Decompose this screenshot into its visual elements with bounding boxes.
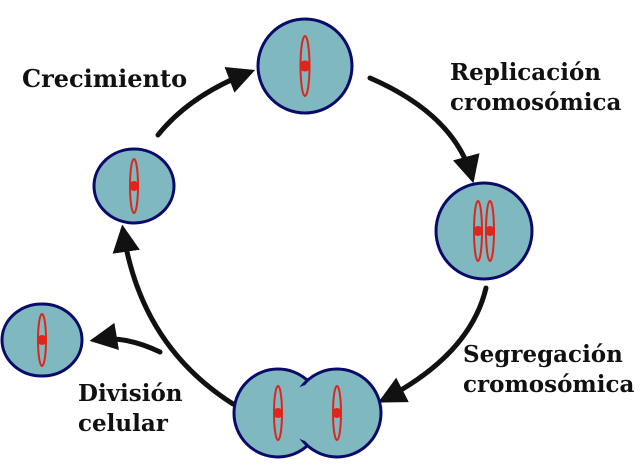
cell-daughter [0,302,84,378]
label-segregation-2: cromosómica [463,371,635,398]
chromosome-icon [473,200,495,262]
label-replication-1: Replicación [450,59,601,86]
chromosome-icon [273,385,342,441]
arrow-to-top-cell [155,67,256,138]
chromosome-icon [129,158,139,214]
label-division-1: División [78,380,183,407]
cell-left [92,147,176,225]
label-division-2: celular [78,410,169,437]
label-growth: Crecimiento [22,64,187,93]
cell-icon [434,181,534,281]
arrow-segregation [378,285,489,403]
chromosome-icon [299,35,311,97]
cycle-arrows [89,67,489,407]
cell-top [256,17,354,115]
cell-icon [232,367,383,459]
chromosome-icon [37,313,47,367]
label-replication-2: cromosómica [450,89,622,116]
cell-dividing [232,367,383,459]
arrow-back-to-small-cell [112,224,236,407]
arrow-replication [367,75,480,184]
arrow-division [89,322,163,355]
label-segregation-1: Segregación [463,341,623,368]
cell-right [434,181,534,281]
